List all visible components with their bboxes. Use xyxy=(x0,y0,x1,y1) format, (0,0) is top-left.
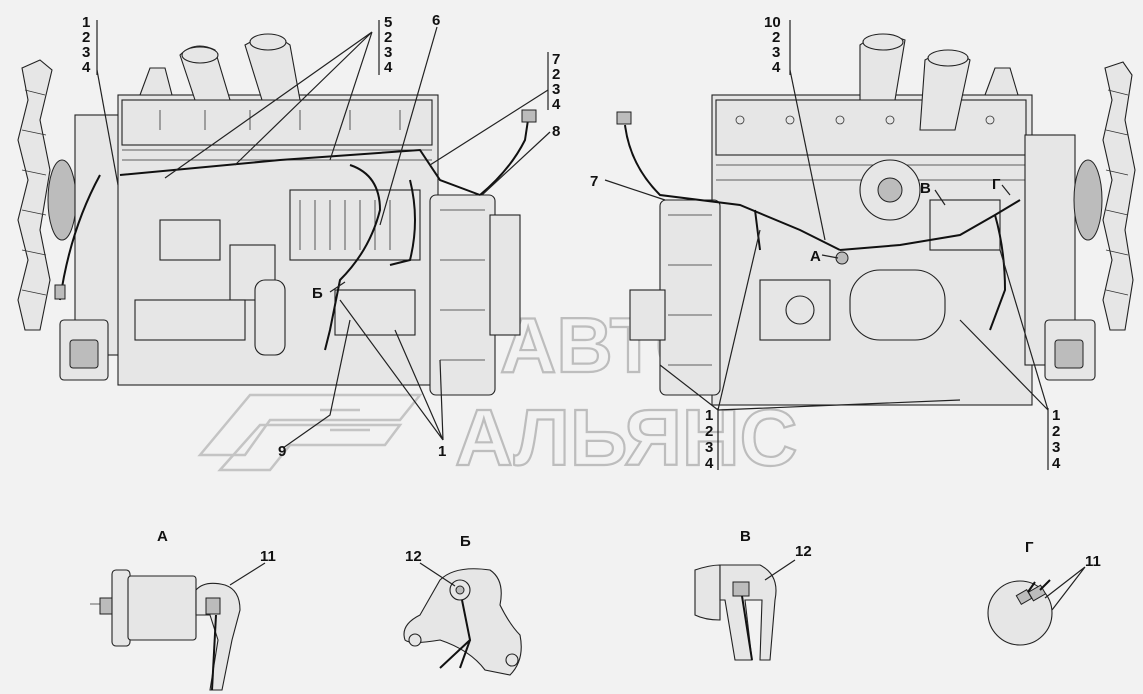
callout-b-view: Б xyxy=(312,285,323,302)
left-connector-8 xyxy=(521,109,537,123)
right-fan xyxy=(1073,61,1136,331)
right-connector-7 xyxy=(616,111,632,125)
callout-a-view: А xyxy=(810,248,821,265)
callout-10-2: 2 xyxy=(772,29,780,46)
callout-bm-2: 2 xyxy=(705,423,713,440)
left-fan xyxy=(17,59,77,331)
detail-a-label: 11 xyxy=(260,548,276,565)
right-valve-cover xyxy=(715,99,1027,156)
callout-left-3: 3 xyxy=(82,44,90,61)
callout-bm-3: 3 xyxy=(705,439,713,456)
right-starter xyxy=(849,269,946,341)
callout-mid-5: 5 xyxy=(384,14,392,31)
callout-bm-4: 4 xyxy=(705,455,714,472)
callout-10: 10 xyxy=(764,14,781,31)
left-valve-cover xyxy=(121,99,433,146)
callout-10-4: 4 xyxy=(772,59,781,76)
detail-v-boot xyxy=(719,564,777,661)
callout-6: 6 xyxy=(432,12,440,29)
callout-labels: 1 2 3 4 5 2 3 4 6 7 2 3 4 8 9 1 Б 10 2 3… xyxy=(82,12,1061,472)
callout-7-right: 7 xyxy=(590,173,598,190)
detail-b-bracket xyxy=(403,568,522,676)
leader-lines xyxy=(96,20,1049,470)
callout-br-4: 4 xyxy=(1052,455,1061,472)
left-pump xyxy=(159,219,221,261)
detail-g-label: 11 xyxy=(1085,553,1101,570)
detail-g-title: Г xyxy=(1025,539,1034,556)
callout-10-3: 3 xyxy=(772,44,780,61)
left-harness xyxy=(59,119,529,351)
watermark-line2: АЛЬЯНС xyxy=(455,393,797,482)
left-engine-view xyxy=(17,33,537,396)
callout-left-1: 1 xyxy=(82,14,90,31)
detail-v-title: В xyxy=(740,528,751,545)
detail-v-sensor-head xyxy=(694,564,721,621)
callout-mid-2: 2 xyxy=(384,29,392,46)
callout-r-4: 4 xyxy=(552,96,561,113)
callout-g-view: Г xyxy=(992,176,1001,193)
detail-a-title: А xyxy=(157,528,168,545)
callout-v-view: В xyxy=(920,180,931,197)
callout-mid-4: 4 xyxy=(384,59,393,76)
detail-g: Г 11 xyxy=(987,539,1101,646)
detail-b-title: Б xyxy=(460,533,471,550)
detail-b-label: 12 xyxy=(405,548,422,565)
callout-8: 8 xyxy=(552,123,560,140)
callout-bm-1: 1 xyxy=(705,407,713,424)
callout-mid-3: 3 xyxy=(384,44,392,61)
watermark-logo xyxy=(197,393,423,472)
right-harness xyxy=(624,124,1021,331)
callout-1-bottom: 1 xyxy=(438,443,446,460)
callout-r-7: 7 xyxy=(552,51,560,68)
callout-br-2: 2 xyxy=(1052,423,1060,440)
detail-a: А 11 xyxy=(90,528,276,691)
callout-r-2: 2 xyxy=(552,66,560,83)
callout-br-3: 3 xyxy=(1052,439,1060,456)
detail-a-sensor-body xyxy=(127,575,197,641)
callout-9: 9 xyxy=(278,443,286,460)
right-flywheel-housing xyxy=(659,199,721,396)
callout-left-4: 4 xyxy=(82,59,91,76)
detail-v-label: 12 xyxy=(795,543,812,560)
callout-r-3: 3 xyxy=(552,81,560,98)
detail-b: Б 12 xyxy=(403,533,522,676)
callout-left-2: 2 xyxy=(82,29,90,46)
detail-v: В 12 xyxy=(694,528,812,661)
left-filter xyxy=(254,279,286,356)
callout-br-1: 1 xyxy=(1052,407,1060,424)
right-engine-view xyxy=(616,33,1136,406)
left-ecm xyxy=(289,189,421,261)
